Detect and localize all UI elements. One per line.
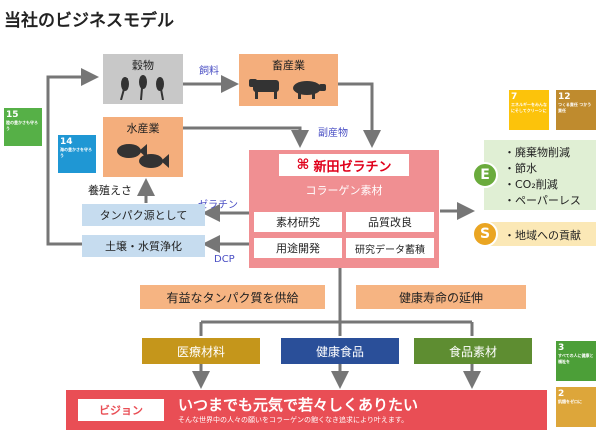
cell-application-development: 用途開発 xyxy=(254,238,342,258)
product-health-food: 健康食品 xyxy=(281,338,399,364)
company-logo: ⌘ 新田ゼラチン xyxy=(279,154,409,176)
grains-box: 穀物 xyxy=(103,54,183,104)
company-name: 新田ゼラチン xyxy=(313,159,392,175)
product-food-material: 食品素材 xyxy=(414,338,532,364)
value-protein: 有益なタンパク質を供給 xyxy=(140,285,325,309)
social-item: ・地域への貢献 xyxy=(504,229,581,242)
env-item: ・節水 xyxy=(504,162,537,175)
aquaculture-feed-label: 養殖えさ xyxy=(88,184,132,197)
vision-subtext: そんな世界中の人々の願いをコラーゲンの飽くなき追求により叶えます。 xyxy=(178,416,409,424)
company-box: ⌘ 新田ゼラチン コラーゲン素材 素材研究 品質改良 用途開発 研究データ蓄積 xyxy=(249,150,439,268)
env-item: ・CO₂削減 xyxy=(504,178,558,191)
livestock-box: 畜産業 xyxy=(239,54,338,106)
dcp-label: DCP xyxy=(214,254,235,265)
environment-box: E ・廃棄物削減 ・節水 ・CO₂削減 ・ペーパーレス xyxy=(472,140,596,210)
grains-label: 穀物 xyxy=(132,59,154,72)
soil-water-box: 土壌・水質浄化 xyxy=(82,235,205,257)
fishery-label: 水産業 xyxy=(126,122,160,135)
logo-mark-icon: ⌘ xyxy=(296,157,310,173)
cell-quality-improvement: 品質改良 xyxy=(346,212,434,232)
env-item: ・ペーパーレス xyxy=(504,194,581,207)
environment-badge: E xyxy=(472,162,498,188)
page-title: 当社のビジネスモデル xyxy=(4,11,174,31)
protein-source-box: タンパク源として xyxy=(82,204,205,226)
cow-pig-icon xyxy=(249,79,326,99)
cell-research-data: 研究データ蓄積 xyxy=(346,238,434,258)
wheat-icon xyxy=(120,75,164,100)
feed-label: 飼料 xyxy=(199,66,219,77)
social-badge: S xyxy=(472,221,498,247)
vision-banner: ビジョン いつまでも元気で若々しくありたい そんな世界中の人々の願いをコラーゲン… xyxy=(66,390,547,430)
company-subtitle: コラーゲン素材 xyxy=(305,184,383,197)
value-healthy-life: 健康寿命の延伸 xyxy=(356,285,526,309)
social-box: S ・地域への貢献 xyxy=(472,221,596,247)
fishery-box: 水産業 xyxy=(103,117,183,177)
product-medical: 医療材料 xyxy=(142,338,260,364)
vision-label: ビジョン xyxy=(78,399,164,421)
cell-material-research: 素材研究 xyxy=(254,212,342,232)
fish-icon xyxy=(117,144,169,168)
env-item: ・廃棄物削減 xyxy=(504,146,570,159)
byproduct-label: 副産物 xyxy=(318,128,348,139)
vision-headline: いつまでも元気で若々しくありたい xyxy=(178,396,419,414)
livestock-label: 畜産業 xyxy=(272,59,305,72)
gelatin-label: ゼラチン xyxy=(198,200,238,211)
